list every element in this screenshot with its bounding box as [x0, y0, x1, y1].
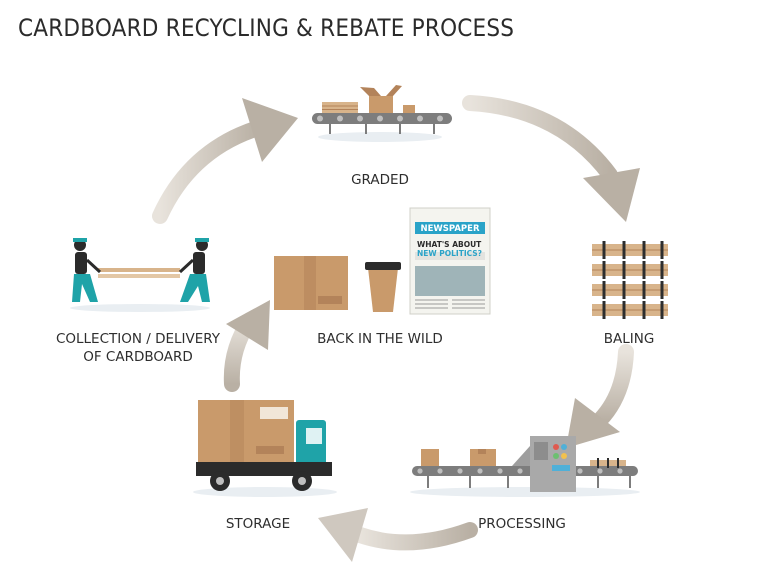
arrow-storage-to-collection [223, 300, 270, 392]
storage-truck-illustration [193, 400, 337, 497]
stage-label-back-in-the-wild: BACK IN THE WILD [317, 331, 443, 347]
stage-label-graded: GRADED [351, 172, 409, 188]
arrow-graded-to-baling [462, 95, 640, 222]
stage-label-storage: STORAGE [226, 516, 290, 532]
stage-label-collection-line2: OF CARDBOARD [83, 349, 193, 365]
arrow-baling-to-processing [566, 344, 634, 448]
stage-label-baling: BALING [604, 331, 655, 347]
baling-illustration [592, 241, 668, 319]
back-in-the-wild-illustration [274, 207, 491, 315]
newspaper-headline-line1: WHAT'S ABOUT [417, 240, 482, 249]
stage-label-processing: PROCESSING [478, 516, 566, 532]
graded-conveyor-illustration [312, 85, 452, 142]
collection-workers-illustration [70, 238, 210, 312]
page-title: CARDBOARD RECYCLING & REBATE PROCESS [18, 14, 515, 42]
processing-illustration [410, 436, 640, 497]
newspaper-headline-line2: NEW POLITICS? [417, 249, 482, 258]
arrow-processing-to-storage [318, 508, 478, 562]
stage-label-collection-line1: COLLECTION / DELIVERY [56, 331, 221, 347]
newspaper-masthead: NEWSPAPER [420, 224, 479, 234]
arrow-collection-to-graded [152, 98, 298, 224]
